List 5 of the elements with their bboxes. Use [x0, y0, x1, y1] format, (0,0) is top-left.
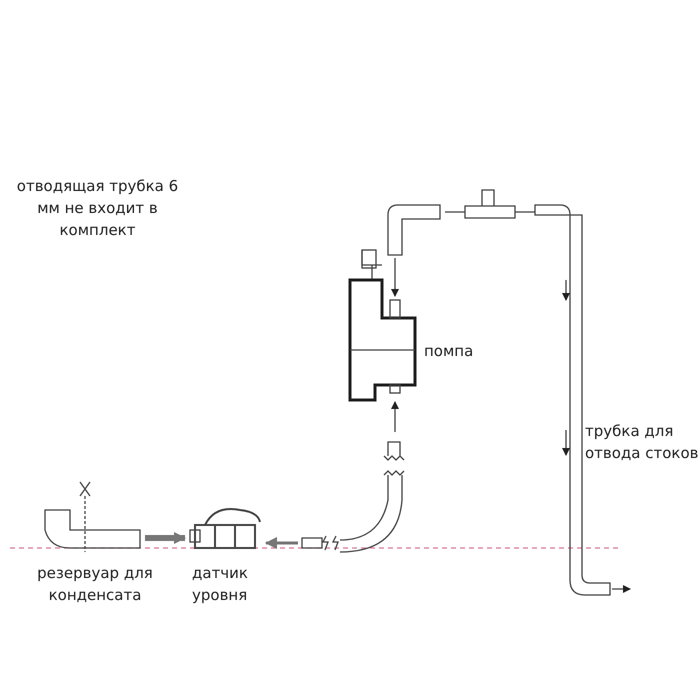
part-label: помпа: [424, 341, 474, 362]
part-label: резервуар для конденсата: [36, 563, 154, 606]
note-text: отводящая трубка 6 мм не входит в комплект: [16, 176, 180, 241]
part-label: трубка для отвода стоков: [585, 421, 700, 464]
part-label: датчик уровня: [192, 563, 249, 606]
